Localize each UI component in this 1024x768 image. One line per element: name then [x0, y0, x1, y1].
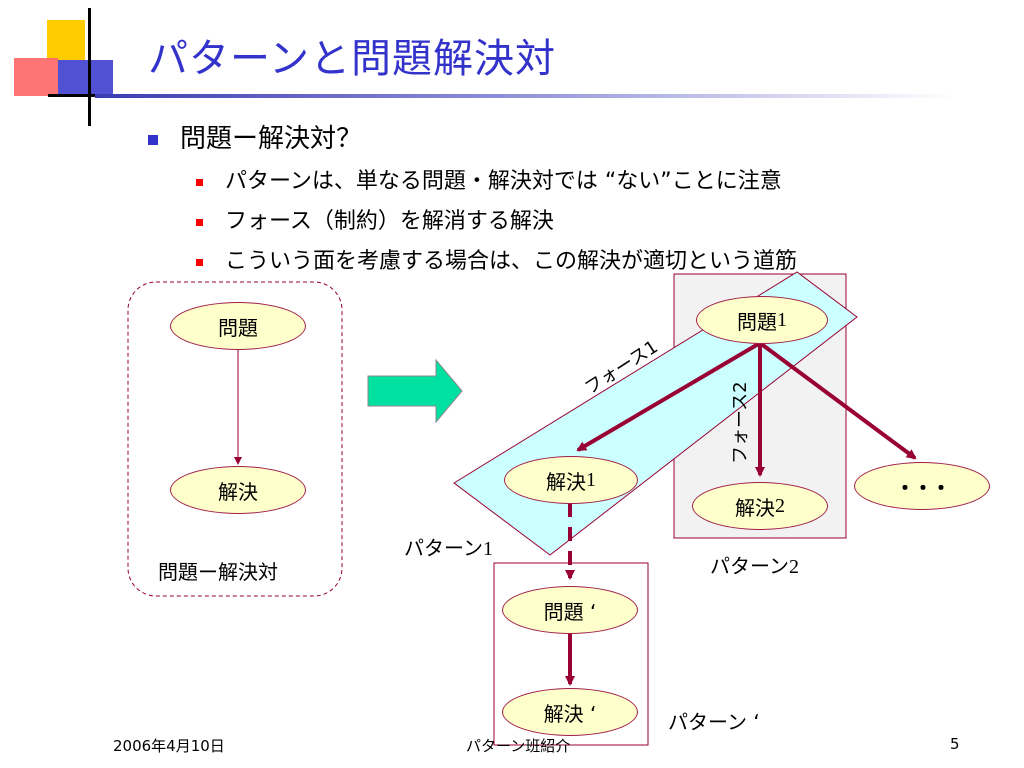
slide-title: パターンと問題解決対: [148, 36, 556, 82]
solution1-label: 解決: [546, 469, 586, 494]
pair-caption: 問題ー解決対: [158, 560, 278, 584]
sub-bullet: こういう面を考慮する場合は、この解決が適切という道筋: [196, 243, 797, 275]
pattern2-label: パターン2: [710, 550, 799, 579]
square-bullet-icon: [196, 258, 203, 266]
sub-bullet-text: こういう面を考慮する場合は、この解決が適切という道筋: [225, 249, 798, 274]
solution-prime-label: 解決 ‘: [543, 701, 597, 726]
bullet-main: 問題ー解決対？: [148, 118, 362, 155]
solution1-number: 1: [586, 468, 596, 491]
problem-solution-pair-box: [127, 281, 343, 597]
problem-prime-oval: 問題 ‘: [502, 586, 638, 634]
pattern2-number: 2: [789, 556, 799, 578]
solution-prime-oval: 解決 ‘: [502, 688, 638, 736]
sub-bullet-text: パターンは、単なる問題・解決対では “ない”ことに注意: [225, 169, 782, 194]
sub-bullet-text: フォース（制約）を解消する解決: [225, 209, 554, 234]
pattern1-label: パターン1: [404, 532, 493, 561]
bullet-main-text: 問題ー解決対？: [180, 124, 363, 154]
other-force-arrow: [758, 341, 917, 460]
footer-page-number: 5: [950, 735, 960, 753]
solution-oval: 解決: [170, 466, 306, 514]
square-bullet-icon: [196, 218, 203, 226]
square-bullet-icon: [148, 134, 158, 145]
solution-label: 解決: [218, 479, 258, 504]
pattern1-text: パターン: [404, 536, 483, 560]
title-underline: [95, 94, 955, 98]
sub-bullet: フォース（制約）を解消する解決: [196, 203, 554, 235]
problem1-number: 1: [777, 308, 787, 331]
sub-bullet: パターンは、単なる問題・解決対では “ない”ことに注意: [196, 163, 782, 195]
ellipsis-oval: ・・・: [854, 462, 990, 510]
ellipsis-label: ・・・: [895, 475, 951, 500]
square-bullet-icon: [196, 178, 203, 186]
slide-decoration-logo: [14, 8, 118, 126]
pattern-prime-label: パターン ‘: [668, 710, 760, 734]
problem1-label: 問題: [737, 309, 777, 334]
force1-arrow: [576, 341, 762, 452]
problem-prime-label: 問題 ‘: [543, 599, 597, 624]
pattern2-text: パターン: [710, 554, 789, 578]
problem-label: 問題: [218, 315, 258, 340]
force2-label: フォース2: [730, 381, 751, 464]
footer-center: パターン班紹介: [466, 737, 571, 755]
problem-oval: 問題: [170, 302, 306, 350]
solution2-number: 2: [775, 494, 785, 517]
pattern1-number: 1: [483, 538, 493, 560]
solution2-label: 解決: [735, 495, 775, 520]
footer-date: 2006年4月10日: [113, 737, 225, 755]
block-arrow-right-icon: [367, 358, 463, 424]
